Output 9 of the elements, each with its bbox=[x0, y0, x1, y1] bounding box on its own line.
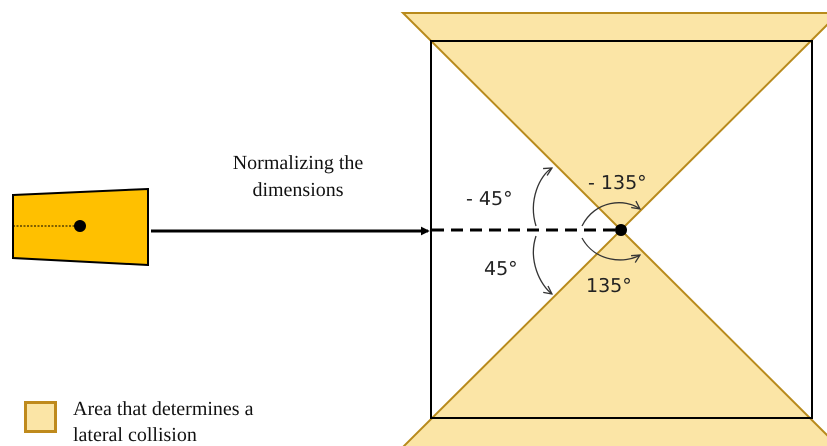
normalized-square bbox=[430, 40, 813, 419]
angle-label: 135° bbox=[586, 275, 632, 297]
angle-label: - 45° bbox=[466, 188, 513, 210]
angle-label: 45° bbox=[484, 258, 518, 280]
arrow bbox=[151, 226, 430, 236]
legend-text: Area that determines a lateral collision bbox=[73, 397, 254, 446]
vehicle-shape bbox=[12, 188, 149, 266]
edge-label: Normalizing the dimensions bbox=[232, 151, 364, 203]
angle-label: - 135° bbox=[588, 172, 647, 194]
